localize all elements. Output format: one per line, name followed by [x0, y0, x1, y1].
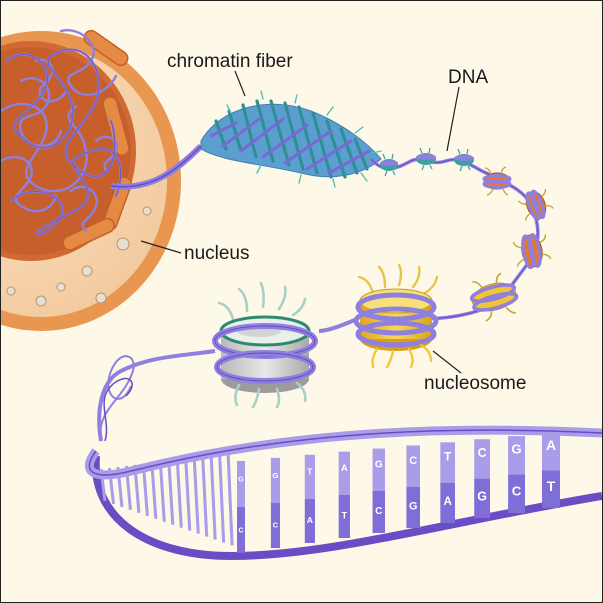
- nuclear-envelope-segments: [62, 29, 132, 251]
- helix-rung: [158, 461, 166, 522]
- nucleosome-yellow: [353, 263, 439, 369]
- base-letter-bottom: C: [238, 527, 243, 534]
- chromatin-fiber: [200, 90, 382, 188]
- base-pair-upper: [406, 445, 420, 487]
- base-letter-top: G: [511, 441, 521, 456]
- helix-rung: [184, 458, 192, 531]
- base-pair-lower: [508, 474, 525, 513]
- base-pair-upper: [474, 439, 490, 479]
- base-letter-top: T: [444, 450, 451, 463]
- base-letter-top: C: [478, 446, 487, 460]
- base-letter-bottom: C: [512, 484, 522, 499]
- base-letter-bottom: T: [547, 478, 556, 494]
- helix-rung: [192, 457, 200, 534]
- base-pair-lower: [406, 486, 420, 528]
- base-pairs: G C G C T A A T G C C G T A C G G C A T: [237, 433, 560, 553]
- helix-rung: [226, 453, 234, 546]
- helix-rung: [167, 460, 175, 525]
- label-nucleus: nucleus: [184, 243, 250, 264]
- nuclear-pores: [6, 206, 152, 307]
- base-pair-upper: [338, 451, 350, 495]
- nucleus-leader: [140, 240, 182, 254]
- base-letter-bottom: A: [443, 495, 452, 508]
- helix-rung: [218, 454, 226, 543]
- helix-rung: [201, 456, 209, 537]
- base-letter-bottom: G: [409, 500, 417, 512]
- label-chromatin-fiber: chromatin fiber: [167, 51, 293, 72]
- nucleus: [1, 29, 181, 331]
- helix-rung: [175, 459, 183, 528]
- base-letter-top: G: [238, 477, 244, 484]
- dna-linker: [318, 317, 358, 333]
- base-letter-bottom: C: [273, 521, 279, 530]
- base-pair-lower: [440, 482, 455, 523]
- base-pair-lower: [304, 498, 315, 543]
- base-pair-lower: [474, 478, 490, 518]
- base-letter-bottom: G: [477, 489, 487, 503]
- base-pair-upper: [304, 454, 315, 499]
- orange-nucleosomes: [469, 166, 554, 322]
- base-pair-upper: [237, 461, 245, 507]
- base-pair-lower: [237, 507, 245, 553]
- helix-rung: [209, 455, 217, 540]
- label-nucleosome: nucleosome: [424, 373, 526, 394]
- base-pair-lower: [338, 494, 350, 538]
- base-letter-bottom: A: [307, 515, 313, 525]
- base-pair-upper: [542, 433, 560, 471]
- label-dna: DNA: [448, 67, 488, 88]
- base-letter-top: G: [272, 471, 278, 480]
- base-pair-upper: [270, 457, 280, 503]
- double-helix: G C G C T A A T G C C G T A C G G C A T: [85, 355, 602, 561]
- dna-strand-left: [97, 349, 216, 442]
- base-pair-lower: [542, 470, 560, 508]
- small-nucleosomes: [380, 147, 474, 177]
- nucleosome-leader: [432, 350, 462, 374]
- base-letter-top: C: [409, 455, 417, 467]
- base-pair-upper: [372, 448, 385, 491]
- base-letter-top: G: [375, 460, 383, 471]
- base-pair-lower: [372, 490, 385, 533]
- helix-rung: [150, 462, 158, 519]
- helix-rung: [141, 463, 149, 516]
- nucleosome-gray: [212, 281, 318, 409]
- base-letter-bottom: T: [341, 511, 347, 521]
- base-letter-top: T: [307, 467, 313, 477]
- base-pair-upper: [440, 442, 455, 483]
- chromatin-fiber-leader: [234, 70, 246, 97]
- dna-leader: [446, 86, 460, 152]
- base-pair-lower: [270, 502, 280, 548]
- base-letter-top: A: [341, 463, 348, 473]
- base-letter-bottom: C: [375, 506, 383, 517]
- base-pair-upper: [508, 436, 525, 475]
- base-letter-top: A: [546, 437, 556, 453]
